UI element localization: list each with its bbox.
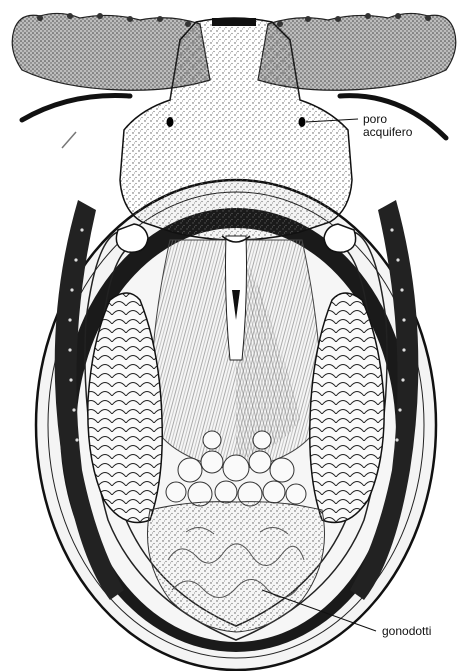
poro-label-line2: acquifero [363,126,412,139]
scratch-mark [62,132,76,148]
poro-acquifero-label: poro acquifero [363,113,412,139]
central-organs [150,236,322,470]
gonodotti-label: gonodotti [382,625,431,638]
